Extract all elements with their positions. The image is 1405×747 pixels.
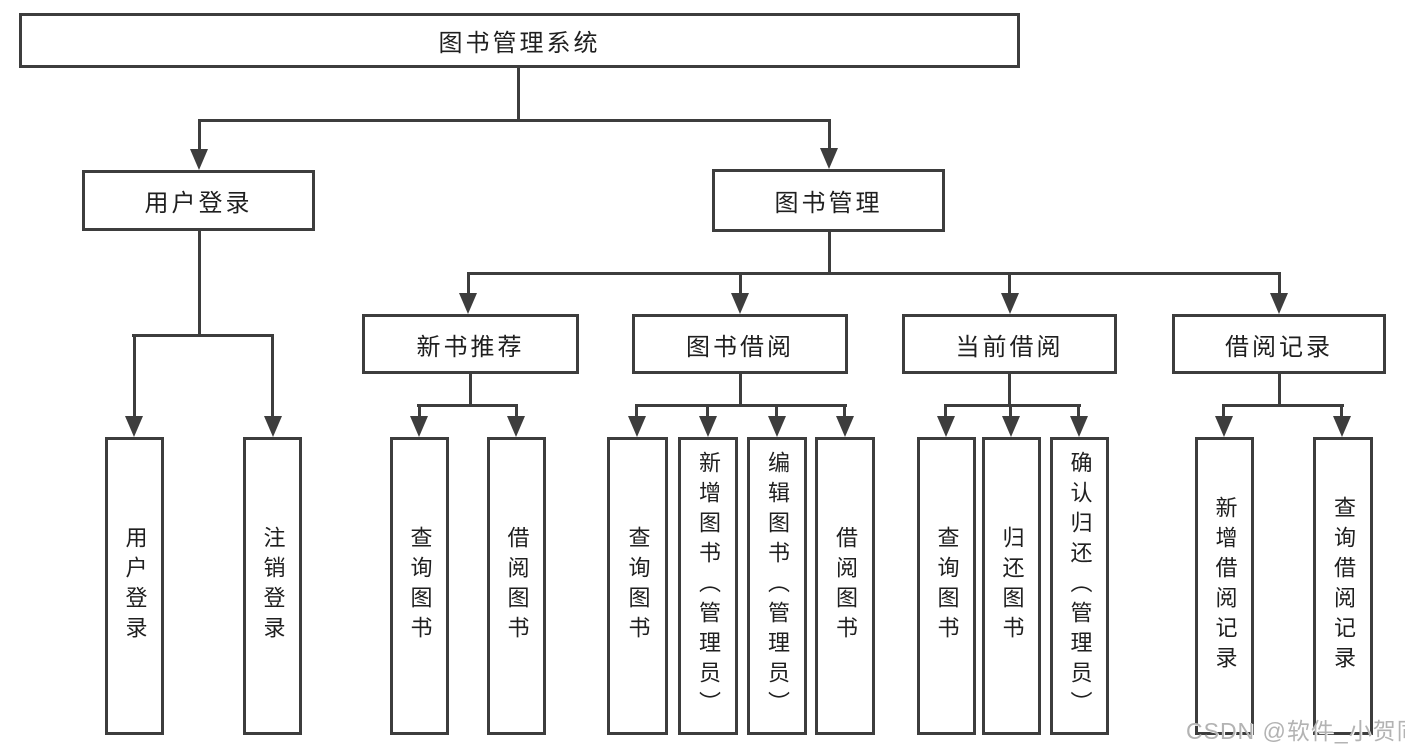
arrow-down [410,416,428,437]
leaf-label: 查询图书 [934,526,960,646]
arrow-down [820,148,838,169]
leaf-label: 确认归还（管理员） [1067,451,1093,721]
connector-line [1009,404,1012,421]
leaf-label: 新增借阅记录 [1212,496,1238,676]
connector-line [635,404,847,407]
connector-line [1278,374,1281,407]
connector-line [1340,404,1343,421]
connector-line [517,68,520,121]
leaf-borrow-books-recommend: 借阅图书 [487,437,546,735]
connector-line [132,334,274,337]
leaf-label: 注销登录 [260,526,286,646]
leaf-logout: 注销登录 [243,437,302,735]
node-book-management: 图书管理 [712,169,945,232]
leaf-label: 借阅图书 [833,526,858,646]
connector-line [775,404,778,421]
leaf-edit-books-admin: 编辑图书（管理员） [747,437,807,735]
node-book-borrowing: 图书借阅 [632,314,848,374]
arrow-down [699,416,717,437]
arrow-down [1215,416,1233,437]
connector-line [944,404,1081,407]
connector-line [635,404,638,421]
arrow-down [937,416,955,437]
node-new-book-recommendation: 新书推荐 [362,314,579,374]
leaf-label: 查询借阅记录 [1331,496,1356,676]
leaf-add-books-admin: 新增图书（管理员） [678,437,738,735]
leaf-label: 借阅图书 [504,526,530,646]
node-borrowing-records: 借阅记录 [1172,314,1386,374]
leaf-return-books: 归还图书 [982,437,1041,735]
arrow-down [628,416,646,437]
leaf-label: 查询图书 [625,526,651,646]
connector-line [1222,404,1225,421]
connector-line [1278,272,1281,298]
leaf-label: 编辑图书（管理员） [765,451,790,721]
connector-line [418,404,421,421]
arrow-down [1070,416,1088,437]
arrow-down [731,293,749,314]
node-label: 图书管理系统 [438,30,601,57]
connector-line [467,272,470,298]
connector-line [828,231,831,275]
leaf-label: 用户登录 [122,526,148,646]
leaf-confirm-return-admin: 确认归还（管理员） [1050,437,1109,735]
connector-line [133,334,136,420]
arrow-down [768,416,786,437]
arrow-down [1001,293,1019,314]
arrow-down [190,149,208,170]
node-library-system: 图书管理系统 [19,13,1020,68]
node-label: 图书管理 [774,190,883,217]
connector-line [1008,374,1011,407]
watermark: CSDN @软件_小贺同学 [1186,718,1405,744]
connector-line [739,374,742,407]
arrow-down [507,416,525,437]
leaf-user-login: 用户登录 [105,437,164,735]
connector-line [198,119,831,122]
arrow-down [1333,416,1351,437]
connector-line [417,404,518,407]
connector-line [706,404,709,421]
node-current-borrowing: 当前借阅 [902,314,1117,374]
arrow-down [459,293,477,314]
connector-line [467,272,1281,275]
leaf-borrow-books: 借阅图书 [815,437,875,735]
arrow-down [1002,416,1020,437]
connector-line [1077,404,1080,421]
connector-line [828,119,831,152]
node-label: 当前借阅 [955,333,1064,361]
arrow-down [1270,293,1288,314]
leaf-query-books-current: 查询图书 [917,437,976,735]
connector-line [271,334,274,420]
node-label: 图书借阅 [686,333,794,361]
leaf-add-borrow-record: 新增借阅记录 [1195,437,1254,735]
arrow-down [264,416,282,437]
leaf-query-books-borrowing: 查询图书 [607,437,668,735]
node-user-login: 用户登录 [82,170,315,231]
node-label: 用户登录 [144,190,253,217]
connector-line [843,404,846,421]
leaf-query-borrow-record: 查询借阅记录 [1313,437,1373,735]
connector-line [198,119,201,152]
leaf-label: 归还图书 [999,526,1025,646]
arrow-down [125,416,143,437]
connector-line [198,230,201,336]
connector-line [1222,404,1344,407]
node-label: 借阅记录 [1225,333,1333,361]
arrow-down [836,416,854,437]
connector-line [944,404,947,421]
leaf-label: 新增图书（管理员） [696,451,721,721]
leaf-label: 查询图书 [407,526,433,646]
leaf-query-books-recommend: 查询图书 [390,437,449,735]
connector-line [739,272,742,298]
connector-line [469,374,472,407]
connector-line [1008,272,1011,298]
node-label: 新书推荐 [416,333,525,361]
connector-line [515,404,518,421]
